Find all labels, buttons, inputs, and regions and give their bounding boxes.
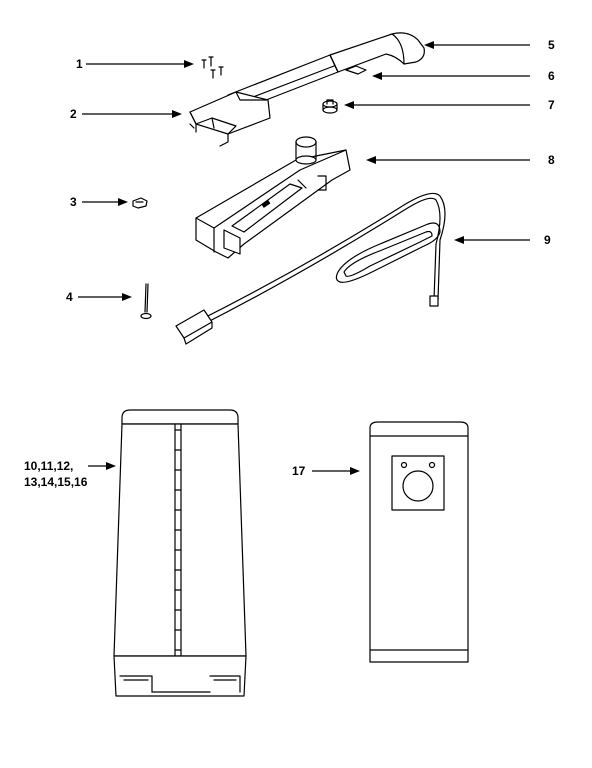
nut-part-3 — [132, 197, 148, 209]
callout-7: 7 — [344, 98, 555, 112]
callout-label-10-line2: 13,14,15,16 — [24, 475, 88, 489]
callout-label-2: 2 — [70, 107, 77, 121]
callout-3: 3 — [70, 195, 128, 209]
callout-label-7: 7 — [548, 98, 555, 112]
callout-2: 2 — [70, 107, 182, 121]
callout-label-6: 6 — [548, 69, 555, 83]
callout-6: 6 — [372, 69, 555, 83]
callout-9: 9 — [454, 233, 551, 247]
screws-part-1 — [201, 56, 224, 79]
frame-part-8 — [195, 136, 351, 259]
callout-label-1: 1 — [76, 57, 83, 71]
callout-17: 17 — [292, 464, 360, 478]
bracket-part-2 — [189, 91, 271, 147]
cord-part-9 — [175, 192, 446, 345]
clip-part-6 — [345, 65, 367, 75]
knob-part-7 — [322, 99, 338, 114]
callout-label-8: 8 — [548, 153, 555, 167]
bag-part-10-16 — [113, 409, 247, 697]
handle-part-5 — [227, 32, 425, 106]
callout-8: 8 — [366, 153, 555, 167]
callout-5: 5 — [424, 38, 555, 52]
callout-4: 4 — [66, 290, 132, 304]
bolt-part-4 — [140, 283, 152, 320]
callout-1: 1 — [76, 57, 194, 71]
callout-label-9: 9 — [544, 233, 551, 247]
callout-label-3: 3 — [70, 195, 77, 209]
callout-label-4: 4 — [66, 290, 73, 304]
callout-label-10-line1: 10,11,12, — [24, 459, 73, 473]
callout-10-16: 10,11,12, 13,14,15,16 — [24, 459, 116, 489]
callout-label-5: 5 — [548, 38, 555, 52]
callout-label-17: 17 — [292, 464, 306, 478]
paper-bag-part-17 — [369, 421, 469, 663]
